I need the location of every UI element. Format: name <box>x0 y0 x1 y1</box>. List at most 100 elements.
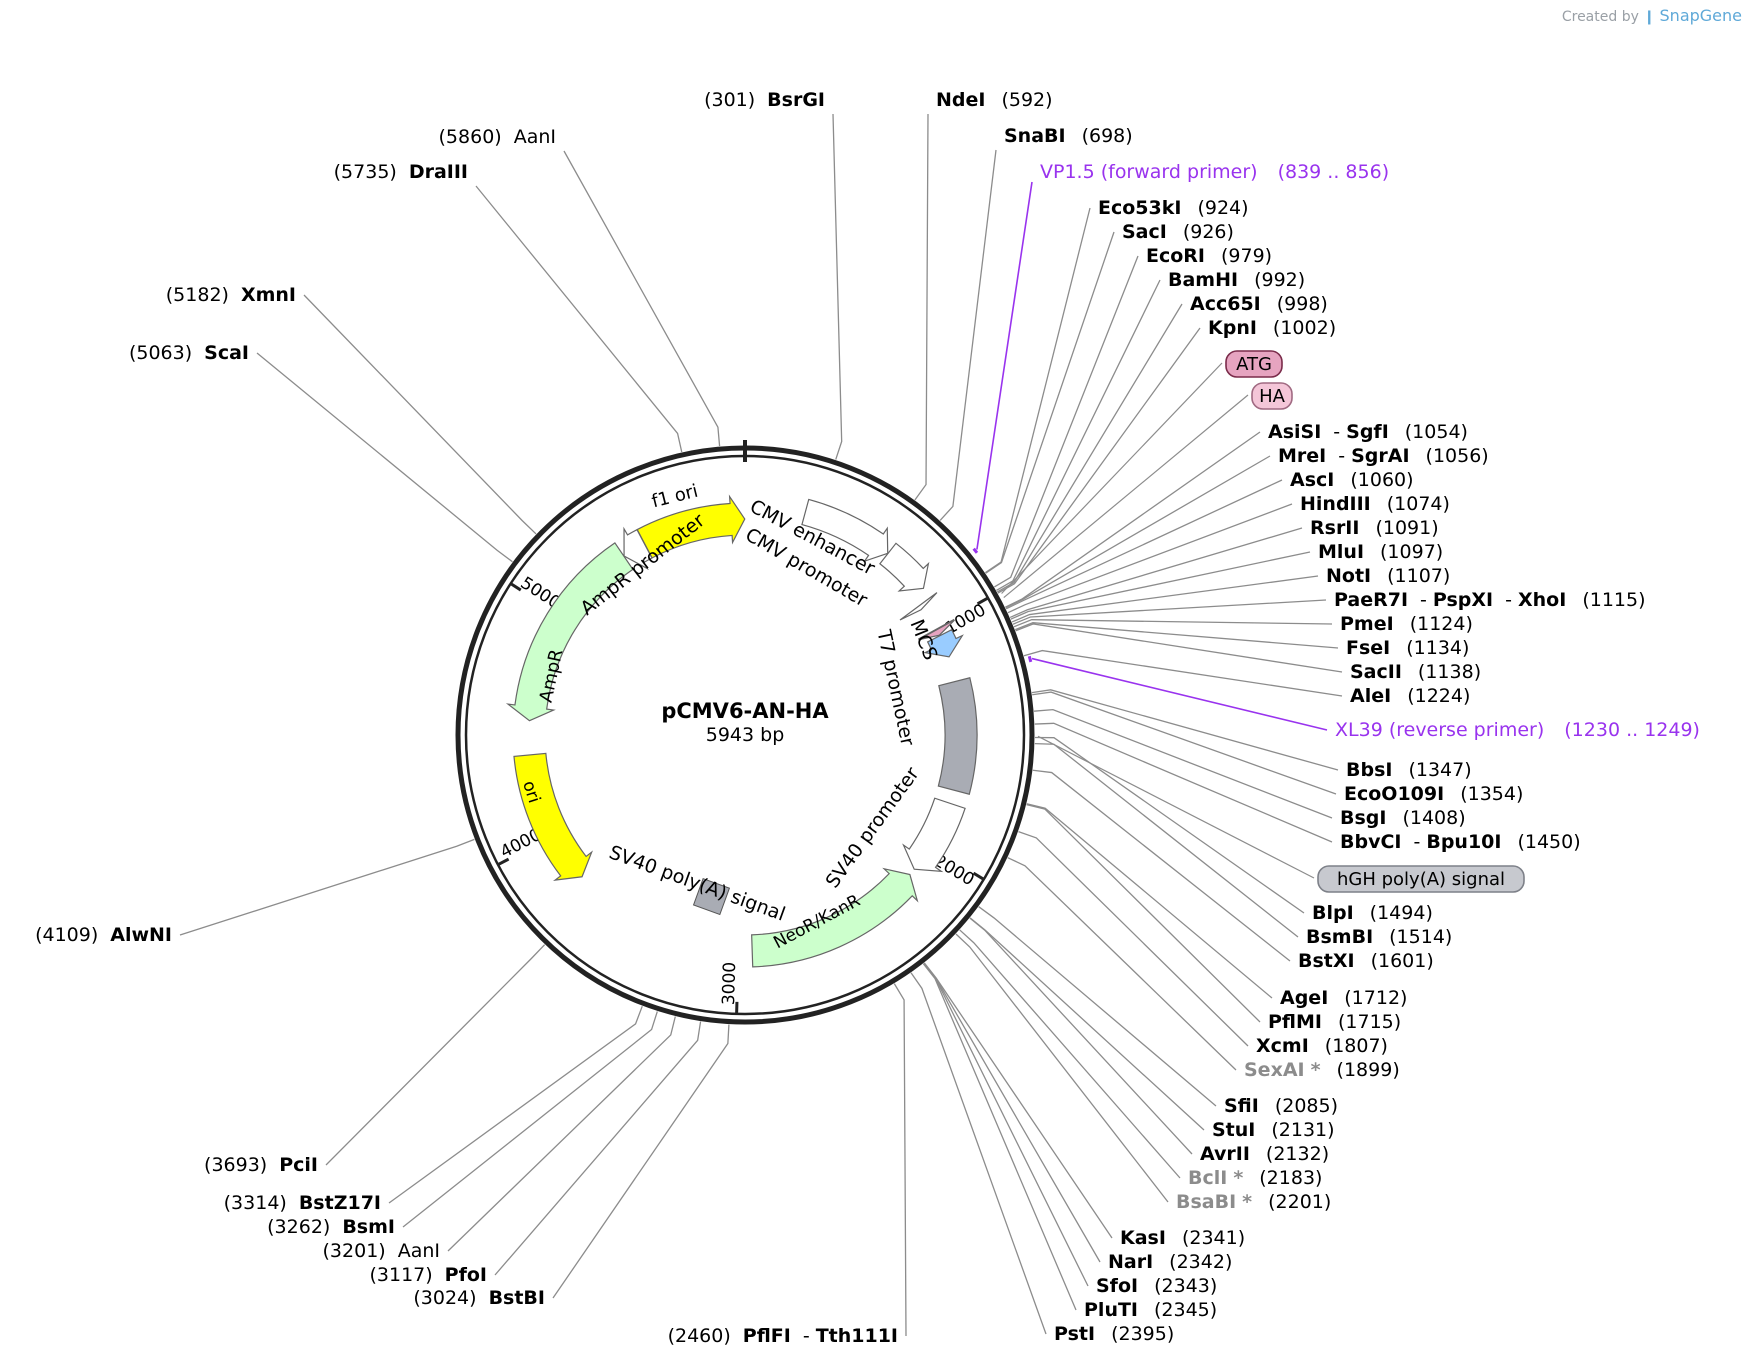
tag-text-ha: HA <box>1259 386 1286 407</box>
tag-leader-hgh-poly-a-signal <box>1037 735 1315 879</box>
site-label-bcli: BclI*(2183) <box>1188 1167 1322 1189</box>
leader-sacii <box>1015 623 1343 673</box>
site-label-pluti: PluTI(2345) <box>1084 1299 1217 1321</box>
site-label-sacii: SacII(1138) <box>1350 661 1481 683</box>
leader-paer7i <box>1012 599 1327 625</box>
site-label-pflfi: (2460)PflFI-Tth111I <box>668 1325 898 1347</box>
feature-label-f1-ori: f1 ori <box>650 481 701 513</box>
leader-pluti <box>922 963 1077 1311</box>
site-label-snabi: SnaBI(698) <box>1004 125 1133 147</box>
leader-noti <box>1011 575 1319 623</box>
plasmid-size: 5943 bp <box>706 724 785 746</box>
leader-snabi <box>939 149 997 521</box>
site-label-avrii: AvrII(2132) <box>1200 1143 1329 1165</box>
site-label-ecoo109i: EcoO109I(1354) <box>1344 783 1523 805</box>
site-label-bsmi: (3262)BsmI <box>267 1216 395 1238</box>
leader-ndei <box>914 113 929 501</box>
leader-aani-3201 <box>447 1016 676 1252</box>
leader-bstz17i <box>388 1005 643 1204</box>
primer-leader-0 <box>976 181 1033 550</box>
site-leader-lines <box>179 113 1343 1337</box>
feature-cmv-promoter <box>879 542 930 592</box>
site-label-hindiii: HindIII(1074) <box>1300 493 1450 515</box>
leader-bamhi <box>996 279 1161 591</box>
site-label-kpni: KpnI(1002) <box>1208 317 1336 339</box>
site-label-stui: StuI(2131) <box>1212 1119 1335 1141</box>
snapgene-branding: Created by ❙ SnapGene <box>1562 6 1742 25</box>
leader-mlui <box>1010 551 1311 620</box>
leader-acc65i <box>996 303 1183 593</box>
feature-t7-promoter <box>899 592 938 621</box>
site-label-aani-3201: (3201)AanI <box>323 1240 440 1262</box>
plasmid-name: pCMV6-AN-HA <box>661 699 829 723</box>
leader-ecoo109i <box>1032 691 1337 795</box>
site-label-paer7i: PaeR7I-PspXI-XhoI(1115) <box>1334 589 1646 611</box>
feature-mcs <box>923 628 964 658</box>
leader-pmei <box>1013 619 1333 628</box>
site-label-pflmi: PflMI(1715) <box>1268 1011 1401 1033</box>
feature-label-mcs: MCS <box>905 616 941 663</box>
leader-asci <box>1005 479 1283 610</box>
leader-agei <box>1026 803 1273 999</box>
tag-box-hgh-poly-a-signal <box>1317 865 1525 893</box>
site-label-bsrgi: (301)BsrGI <box>704 89 825 111</box>
feature-sv40-poly-a-signal <box>692 877 731 916</box>
leader-avrii <box>969 917 1193 1155</box>
leader-draiii <box>475 185 683 453</box>
site-label-bstbi: (3024)BstBI <box>413 1287 545 1309</box>
leader-fsei <box>1014 622 1339 649</box>
leader-kpni <box>997 327 1201 594</box>
site-label-aani-5860: (5860)AanI <box>439 126 556 148</box>
feature-neor-kanr <box>751 867 919 968</box>
site-label-ecori: EcoRI(979) <box>1146 245 1272 267</box>
leader-blpi <box>1034 736 1305 914</box>
site-label-sfii: SfiI(2085) <box>1224 1095 1338 1117</box>
site-label-draiii: (5735)DraIII <box>334 161 468 183</box>
feature-label-sv40-promoter: SV40 promoter <box>822 763 924 892</box>
leader-bcli <box>959 929 1181 1179</box>
tag-text-atg: ATG <box>1236 354 1272 375</box>
site-label-alwni: (4109)AlwNI <box>35 924 172 946</box>
tick-5000 <box>510 582 522 592</box>
site-label-mrei: MreI-SgrAI(1056) <box>1278 445 1489 467</box>
leader-saci <box>985 231 1115 574</box>
leader-mrei <box>1005 455 1271 609</box>
site-label-xmni: (5182)XmnI <box>166 284 296 306</box>
site-label-xcmi: XcmI(1807) <box>1256 1035 1388 1057</box>
site-label-pmei: PmeI(1124) <box>1340 613 1473 635</box>
site-label-sfoi: SfoI(2343) <box>1096 1275 1217 1297</box>
tick-label-3000: 3000 <box>719 962 740 1006</box>
site-label-alei: AleI(1224) <box>1350 685 1470 707</box>
tick-2000 <box>972 871 984 881</box>
primer-mark-1 <box>1027 655 1033 663</box>
leader-bsabi <box>955 933 1169 1203</box>
site-label-bsabi: BsaBI*(2201) <box>1176 1191 1331 1213</box>
leader-bbvci <box>1034 722 1333 843</box>
tag-leader-atg <box>1001 362 1223 594</box>
feature-sv40-promoter <box>902 797 966 873</box>
site-label-pfoi: (3117)PfoI <box>369 1264 487 1286</box>
tag-leader-ha <box>1003 394 1249 599</box>
site-label-bsgi: BsgI(1408) <box>1340 807 1466 829</box>
leader-bstxi <box>1032 769 1291 962</box>
site-label-bstxi: BstXI(1601) <box>1298 950 1434 972</box>
snapgene-logo-icon: ❙ <box>1643 9 1656 25</box>
primer-label-1: XL39 (reverse primer)(1230 .. 1249) <box>1335 719 1700 741</box>
tick-1000 <box>976 597 988 606</box>
site-label-bamhi: BamHI(992) <box>1168 269 1305 291</box>
site-label-pcii: (3693)PciI <box>204 1154 318 1176</box>
site-label-bstz17i: (3314)BstZ17I <box>224 1192 381 1214</box>
leader-aani-5860 <box>563 150 721 447</box>
feature-ampr-promoter <box>623 526 653 571</box>
feature-ha <box>918 619 955 641</box>
created-by-text: Created by <box>1561 9 1639 25</box>
leader-bsmi <box>402 1011 658 1228</box>
site-label-nari: NarI(2342) <box>1108 1251 1232 1273</box>
leader-pcii <box>325 944 546 1166</box>
feature-label-sv40-poly-a-signal: SV40 poly(A) signal <box>606 841 788 925</box>
site-label-acc65i: Acc65I(998) <box>1190 293 1328 315</box>
tag-box-ha <box>1251 382 1293 410</box>
site-label-noti: NotI(1107) <box>1326 565 1450 587</box>
